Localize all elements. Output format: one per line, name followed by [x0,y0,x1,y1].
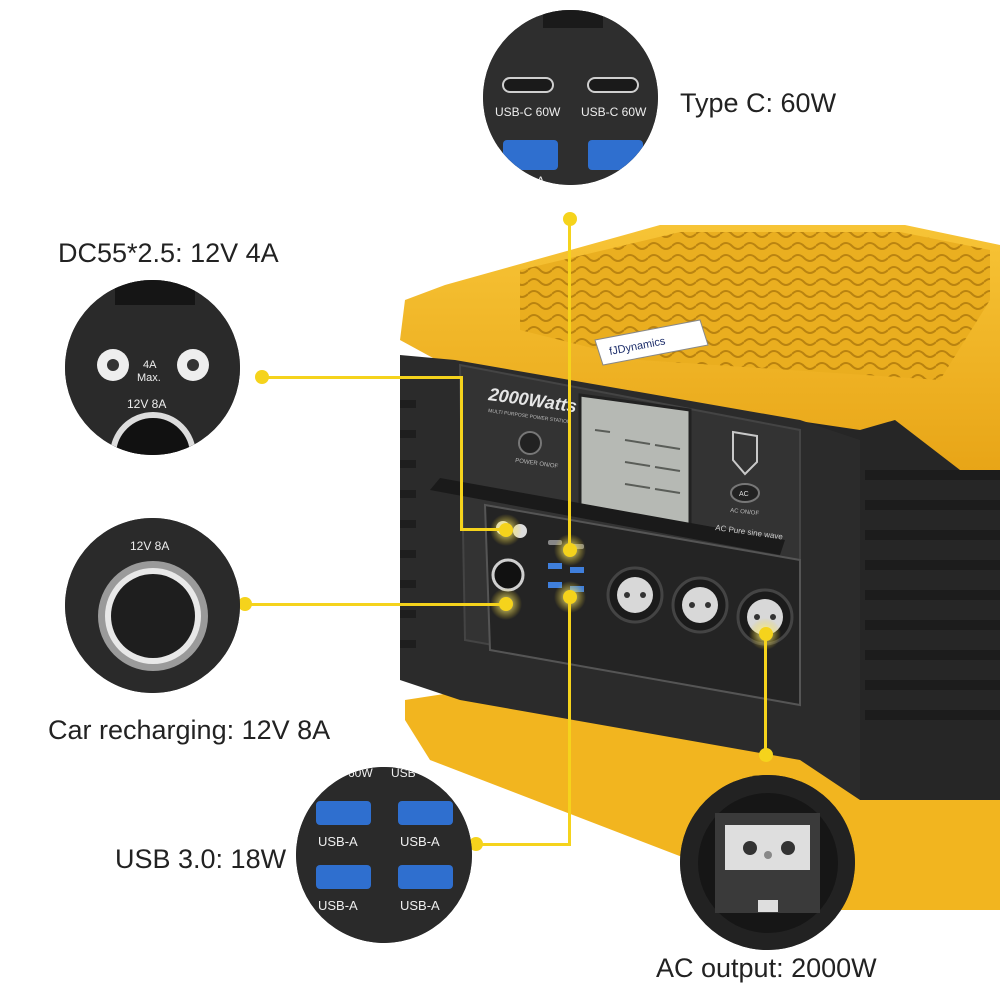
callout-dot-typec-top [563,212,577,226]
callout-line-usb-h [476,843,571,846]
dc-rating-text: 4A [143,359,157,371]
callout-dot-usb-port [563,590,577,604]
callout-dot-usb-left [469,837,483,851]
label-type-c: Type C: 60W [680,88,837,118]
usb-a-label-2: USB-A [400,834,440,849]
closeup-ac-socket-art [680,775,855,950]
closeup-usb-a: 60W USB USB-A USB-A USB-A USB-A [296,767,472,943]
car-rating-text: 12V 8A [130,539,169,553]
f-logo [732,430,758,476]
usb-a-label-1: USB-A [318,834,358,849]
callout-line-ac [764,634,767,754]
closeup-ac-socket [680,775,855,950]
ac-onoff-label: AC ON/OF [730,508,760,517]
ac-button [730,483,760,503]
brand-sticker [594,319,709,366]
callout-line-dc-v [460,376,463,530]
callout-dot-ac-bottom [759,748,773,762]
callout-dot-car-left [238,597,252,611]
usb-c-label-2: USB-C 60W [581,105,647,119]
ac-button-label: AC [739,491,749,498]
label-dc55: DC55*2.5: 12V 4A [58,238,279,268]
closeup-dc55: 4A Max. 12V 8A [65,280,240,455]
callout-dot-car-port [499,597,513,611]
label-ac-output: AC output: 2000W [656,953,877,983]
closeup-usb-c: USB-C 60W USB-C 60W USB-A [483,10,658,185]
usb-top-text-2: USB [391,767,416,780]
callout-dot-typec-port [563,543,577,557]
usb-c-label-1: USB-C 60W [495,105,561,119]
closeup-car-port-art: 12V 8A [65,518,240,693]
closeup-car-port: 12V 8A [65,518,240,693]
callout-line-dc-h2 [460,528,508,531]
closeup-dc55-art: 4A Max. 12V 8A [65,280,240,455]
port-cover-flap [430,478,785,555]
callout-line-dc-h1 [262,376,462,379]
callout-line-typec [568,218,571,550]
callout-line-car [245,603,507,606]
device-side-ribs [865,470,1000,720]
device-left-ribs [400,400,416,648]
usb-a-label-4: USB-A [400,898,440,913]
label-usb3: USB 3.0: 18W [115,844,287,874]
closeup-usb-c-art: USB-C 60W USB-C 60W USB-A [483,10,658,185]
usb-a-label-3: USB-A [318,898,358,913]
dc-max-text: Max. [137,372,161,384]
usb-top-text-1: 60W [348,767,373,780]
power-button [518,431,542,455]
car-rating-text-dc: 12V 8A [127,397,166,411]
callout-dot-ac-port [759,627,773,641]
callout-line-usb-v [568,597,571,845]
callout-dot-dc-left [255,370,269,384]
lcd-segments [594,429,681,494]
lcd-display [578,393,692,527]
usb-a-label-closeup: USB-A [508,174,545,185]
car-port [491,558,525,592]
label-car-recharging: Car recharging: 12V 8A [48,715,331,745]
callout-dot-dc-port [499,523,513,537]
closeup-usb-a-art: 60W USB USB-A USB-A USB-A USB-A [296,767,472,943]
